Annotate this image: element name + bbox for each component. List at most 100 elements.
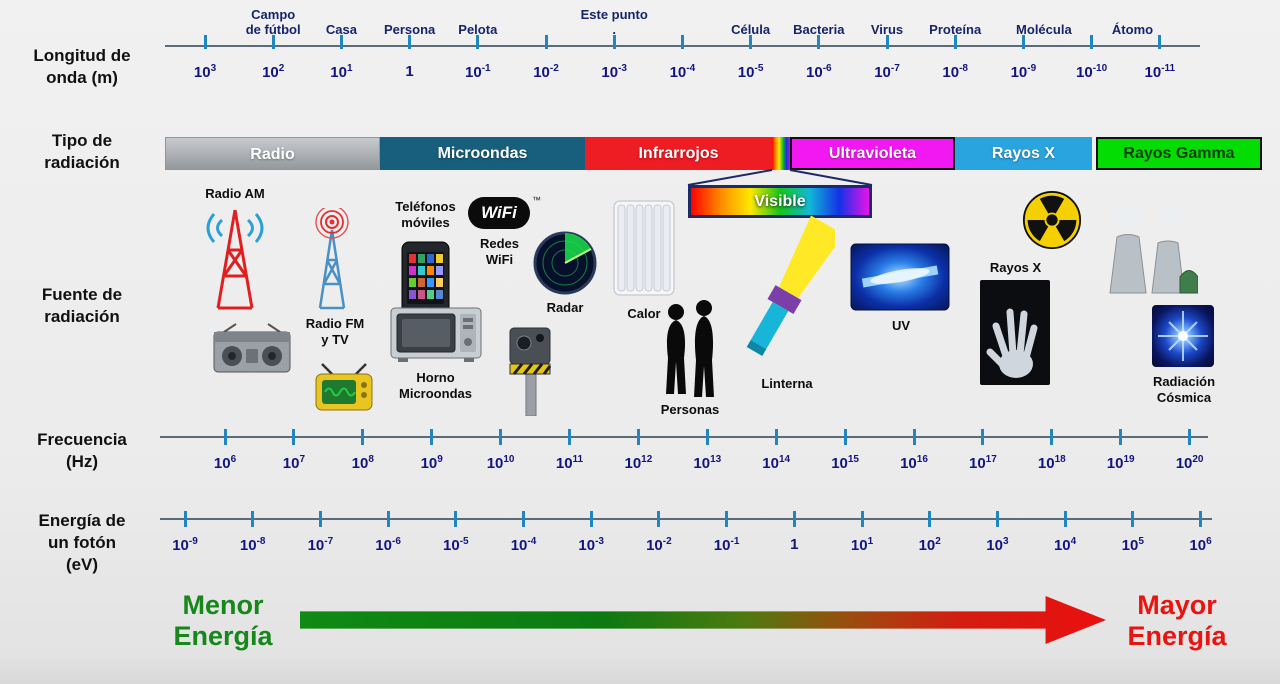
axis-tick bbox=[953, 35, 957, 49]
axis-tick-value: 10-8 bbox=[942, 63, 968, 81]
energy-row-label: Energía de un fotón (eV) bbox=[38, 511, 126, 575]
photon-energy-axis-line bbox=[160, 518, 1212, 520]
visible-label-box: Visible bbox=[688, 185, 872, 218]
axis-tick-value: 10-4 bbox=[669, 63, 696, 81]
microwave-oven-label: Horno Microondas bbox=[399, 370, 472, 402]
radiator-icon bbox=[613, 200, 675, 296]
axis-tick-value: 10-5 bbox=[443, 536, 469, 554]
scale-object-label: Casa bbox=[325, 22, 357, 38]
axis-tick bbox=[183, 511, 187, 527]
axis-tick bbox=[749, 35, 753, 49]
axis-tick-value: 102 bbox=[262, 63, 285, 81]
axis-tick-value: 10-2 bbox=[533, 63, 559, 81]
cosmic-radiation-icon bbox=[1152, 305, 1214, 367]
axis-tick-value: 10-9 bbox=[1010, 63, 1037, 81]
axis-tick-value: 101 bbox=[330, 63, 353, 81]
axis-tick-value: 10-2 bbox=[646, 536, 672, 554]
source-row-label: Fuente de radiación bbox=[41, 285, 123, 327]
axis-tick-value: 10-3 bbox=[601, 63, 627, 81]
axis-tick bbox=[408, 35, 412, 49]
axis-tick bbox=[912, 429, 916, 445]
axis-tick-value: 1020 bbox=[1175, 454, 1204, 472]
radio-am-tower-icon bbox=[206, 209, 264, 310]
axis-tick bbox=[1131, 511, 1135, 527]
axis-tick-value: 1 bbox=[405, 63, 414, 80]
axis-tick-value: 1012 bbox=[624, 454, 653, 472]
uv-lamp-icon bbox=[850, 243, 950, 311]
axis-tick bbox=[318, 511, 322, 527]
axis-tick bbox=[544, 35, 548, 49]
axis-tick-value: 1 bbox=[790, 536, 799, 553]
boombox-radio-icon bbox=[213, 323, 291, 373]
axis-tick-value: 107 bbox=[282, 454, 306, 472]
cosmic-radiation-label: Radiación Cósmica bbox=[1152, 374, 1216, 406]
axis-tick bbox=[1199, 511, 1202, 527]
xray-label: Rayos X bbox=[989, 260, 1042, 275]
axis-tick-value: 10-8 bbox=[239, 536, 266, 554]
axis-tick-value: 1016 bbox=[900, 454, 928, 472]
axis-tick-value: 108 bbox=[351, 454, 374, 472]
axis-tick-value: 10-7 bbox=[874, 63, 900, 81]
axis-tick bbox=[1050, 429, 1054, 445]
band-rayos-x: Rayos X bbox=[955, 137, 1092, 170]
axis-tick-value: 10-3 bbox=[578, 536, 604, 554]
tv-icon bbox=[315, 363, 373, 411]
axis-tick-value: 10-7 bbox=[307, 536, 334, 554]
axis-tick bbox=[680, 35, 684, 49]
radiation-type-row-label: Tipo de radiación bbox=[44, 131, 120, 173]
axis-tick bbox=[589, 511, 593, 527]
axis-tick bbox=[981, 429, 985, 445]
axis-tick bbox=[705, 429, 709, 445]
scale-object-label: Célula bbox=[731, 22, 771, 38]
scale-object-label: Virus bbox=[870, 22, 904, 38]
uv-label: UV bbox=[891, 318, 911, 333]
frequency-row-label: Frecuencia (Hz) bbox=[37, 430, 127, 472]
axis-tick bbox=[725, 511, 729, 527]
axis-tick bbox=[774, 429, 778, 445]
axis-tick bbox=[1158, 35, 1162, 49]
axis-tick bbox=[361, 429, 365, 445]
axis-tick-value: 104 bbox=[1053, 536, 1077, 554]
heat-label: Calor bbox=[627, 306, 661, 321]
scale-object-label: Bacteria bbox=[793, 22, 845, 38]
radar-label: Radar bbox=[546, 300, 584, 315]
axis-tick bbox=[792, 511, 796, 527]
axis-tick bbox=[657, 511, 661, 527]
axis-tick-value: 106 bbox=[213, 454, 237, 472]
smartphone-icon bbox=[401, 241, 450, 317]
axis-tick bbox=[203, 35, 207, 49]
axis-tick bbox=[1188, 429, 1192, 445]
flashlight-icon bbox=[746, 215, 835, 356]
people-label: Personas bbox=[660, 402, 720, 417]
axis-tick bbox=[636, 429, 640, 445]
scale-object-label: Este punto . bbox=[580, 7, 648, 38]
flashlight-label: Linterna bbox=[761, 376, 813, 391]
axis-tick-value: 103 bbox=[193, 63, 217, 81]
axis-tick bbox=[860, 511, 864, 527]
mayor-energia-label: Mayor Energía bbox=[1127, 590, 1227, 652]
visible-callout-connectors bbox=[687, 169, 873, 186]
axis-tick-value: 1018 bbox=[1037, 454, 1066, 472]
axis-tick bbox=[612, 35, 616, 49]
axis-tick bbox=[568, 429, 571, 445]
axis-tick bbox=[1119, 429, 1123, 445]
axis-tick-value: 102 bbox=[918, 536, 941, 554]
radio-fm-tower-icon bbox=[315, 208, 349, 310]
axis-tick bbox=[223, 429, 227, 445]
axis-tick bbox=[928, 511, 932, 527]
radio-fm-tv-label: Radio FM y TV bbox=[305, 316, 365, 348]
wifi-networks-label: Redes WiFi bbox=[479, 236, 520, 268]
speed-camera-icon bbox=[509, 327, 552, 416]
visible-spectrum-strip bbox=[772, 137, 790, 170]
radio-am-label: Radio AM bbox=[205, 186, 265, 201]
band-radio: Radio bbox=[165, 137, 380, 170]
menor-energia-label: Menor Energía bbox=[173, 590, 273, 652]
radioactive-symbol-icon bbox=[1022, 190, 1082, 250]
axis-tick bbox=[1090, 35, 1094, 49]
scale-object-label: Persona bbox=[383, 22, 436, 38]
xray-hand-icon bbox=[980, 280, 1050, 385]
